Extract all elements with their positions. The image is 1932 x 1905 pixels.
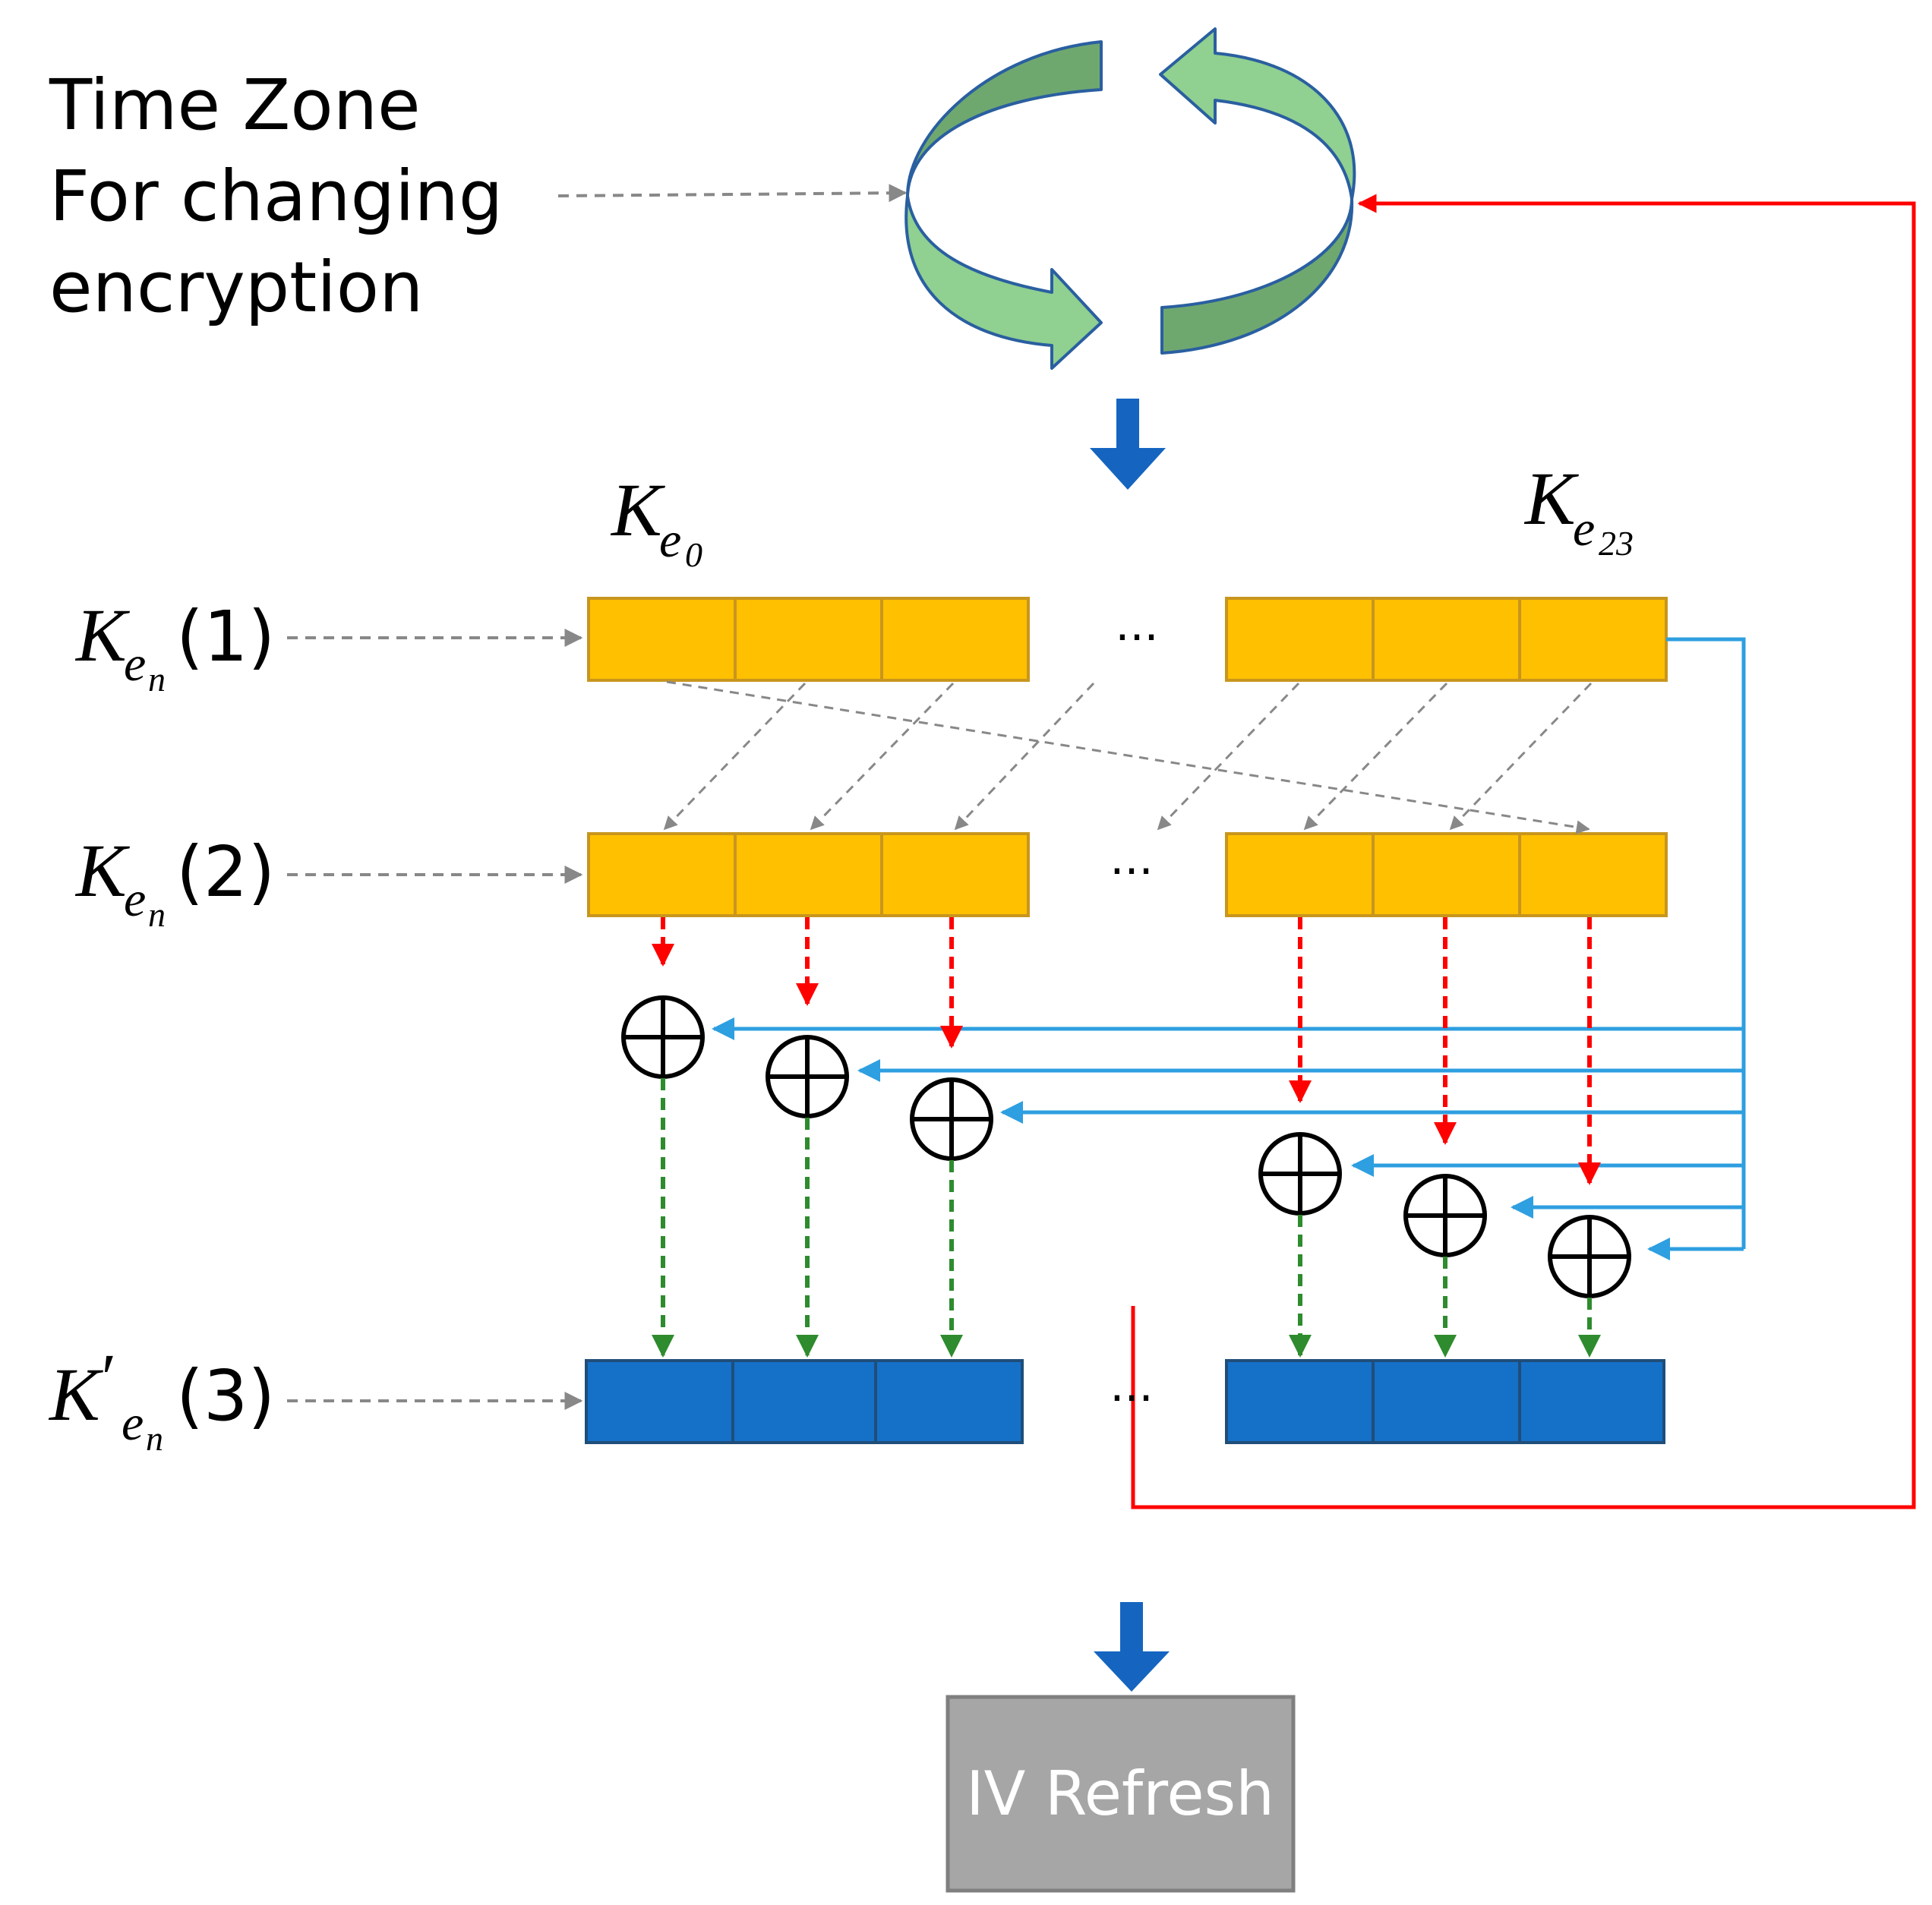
row2-subsub: n: [148, 895, 166, 934]
row2-sub: e: [124, 872, 146, 927]
key3-cell-23: [1518, 1359, 1665, 1444]
time-zone-line3: encryption: [49, 247, 423, 328]
row-label-3: K ′ e n (3): [48, 1341, 275, 1458]
key-first-base: K: [610, 468, 665, 552]
key-first-label: K e 0: [610, 468, 702, 574]
xor-21: [1258, 1132, 1342, 1216]
key1-cell-23: [1518, 597, 1668, 682]
key2-cell-1: [734, 832, 883, 917]
cycle-refresh-icon: [904, 27, 1356, 370]
key-last-subsub: 23: [1599, 524, 1634, 563]
key3-cell-22: [1372, 1359, 1521, 1444]
key-row-1: [587, 597, 1668, 682]
output-key-row-3: [585, 1359, 1665, 1444]
row2-index: (2): [176, 831, 275, 913]
key3-cell-21: [1225, 1359, 1375, 1444]
blue-feed-lines: [712, 637, 1746, 1260]
iv-refresh-label: IV Refresh: [966, 1758, 1274, 1829]
xor-22: [1403, 1174, 1487, 1257]
row3-ellipsis: ···: [1110, 1372, 1153, 1425]
time-zone-pointer-arrow: [557, 184, 908, 203]
xor-2: [910, 1077, 993, 1161]
time-zone-line2: For changing: [49, 156, 503, 237]
key3-cell-0: [585, 1359, 734, 1444]
time-zone-line1: Time Zone: [49, 65, 421, 146]
key1-cell-21: [1225, 597, 1375, 682]
key-last-base: K: [1523, 456, 1579, 541]
key2-cell-21: [1225, 832, 1375, 917]
row2-base: K: [74, 828, 130, 913]
green-output-arrows: [652, 1078, 1601, 1358]
key2-cell-22: [1372, 832, 1521, 917]
row3-subsub: n: [146, 1419, 163, 1458]
row3-sub: e: [122, 1396, 144, 1451]
xor-1: [766, 1035, 849, 1118]
row3-base: K: [48, 1352, 103, 1437]
feedback-line: [1131, 194, 1916, 1509]
iv-refresh-box: IV Refresh: [945, 1695, 1296, 1893]
key2-cell-0: [587, 832, 737, 917]
key-last-label: K e 23: [1523, 456, 1634, 563]
key1-cell-0: [587, 597, 737, 682]
key2-cell-2: [880, 832, 1030, 917]
row3-index: (3): [176, 1355, 275, 1437]
key1-cell-2: [880, 597, 1030, 682]
red-feed-arrows: [652, 917, 1601, 1185]
row1-sub: e: [124, 636, 146, 692]
row1-base: K: [74, 593, 130, 677]
key1-cell-22: [1372, 597, 1521, 682]
key-first-subsub: 0: [685, 535, 702, 574]
key3-cell-2: [874, 1359, 1024, 1444]
key-row-2: [587, 832, 1668, 917]
row-label-2: K e n (2): [74, 828, 275, 934]
key-last-sub: e: [1573, 501, 1595, 557]
row1-index: (1): [176, 596, 275, 677]
key1-cell-1: [734, 597, 883, 682]
down-flow-arrow-top: [1090, 399, 1166, 490]
key2-cell-23: [1518, 832, 1668, 917]
row1-subsub: n: [148, 660, 166, 699]
xor-23: [1548, 1215, 1631, 1298]
row3-prime: ′: [97, 1341, 113, 1416]
xor-0: [621, 995, 705, 1079]
down-flow-arrow-bottom: [1094, 1602, 1170, 1692]
key-first-sub: e: [659, 513, 681, 568]
key3-cell-1: [731, 1359, 877, 1444]
time-zone-label: Time Zone For changing encryption: [49, 65, 503, 328]
row-label-1: K e n (1): [74, 593, 275, 699]
row1-ellipsis: ···: [1115, 611, 1158, 664]
row2-ellipsis: ···: [1110, 845, 1153, 898]
xor-operators: [621, 995, 1631, 1298]
rotation-arrows: [663, 680, 1593, 834]
